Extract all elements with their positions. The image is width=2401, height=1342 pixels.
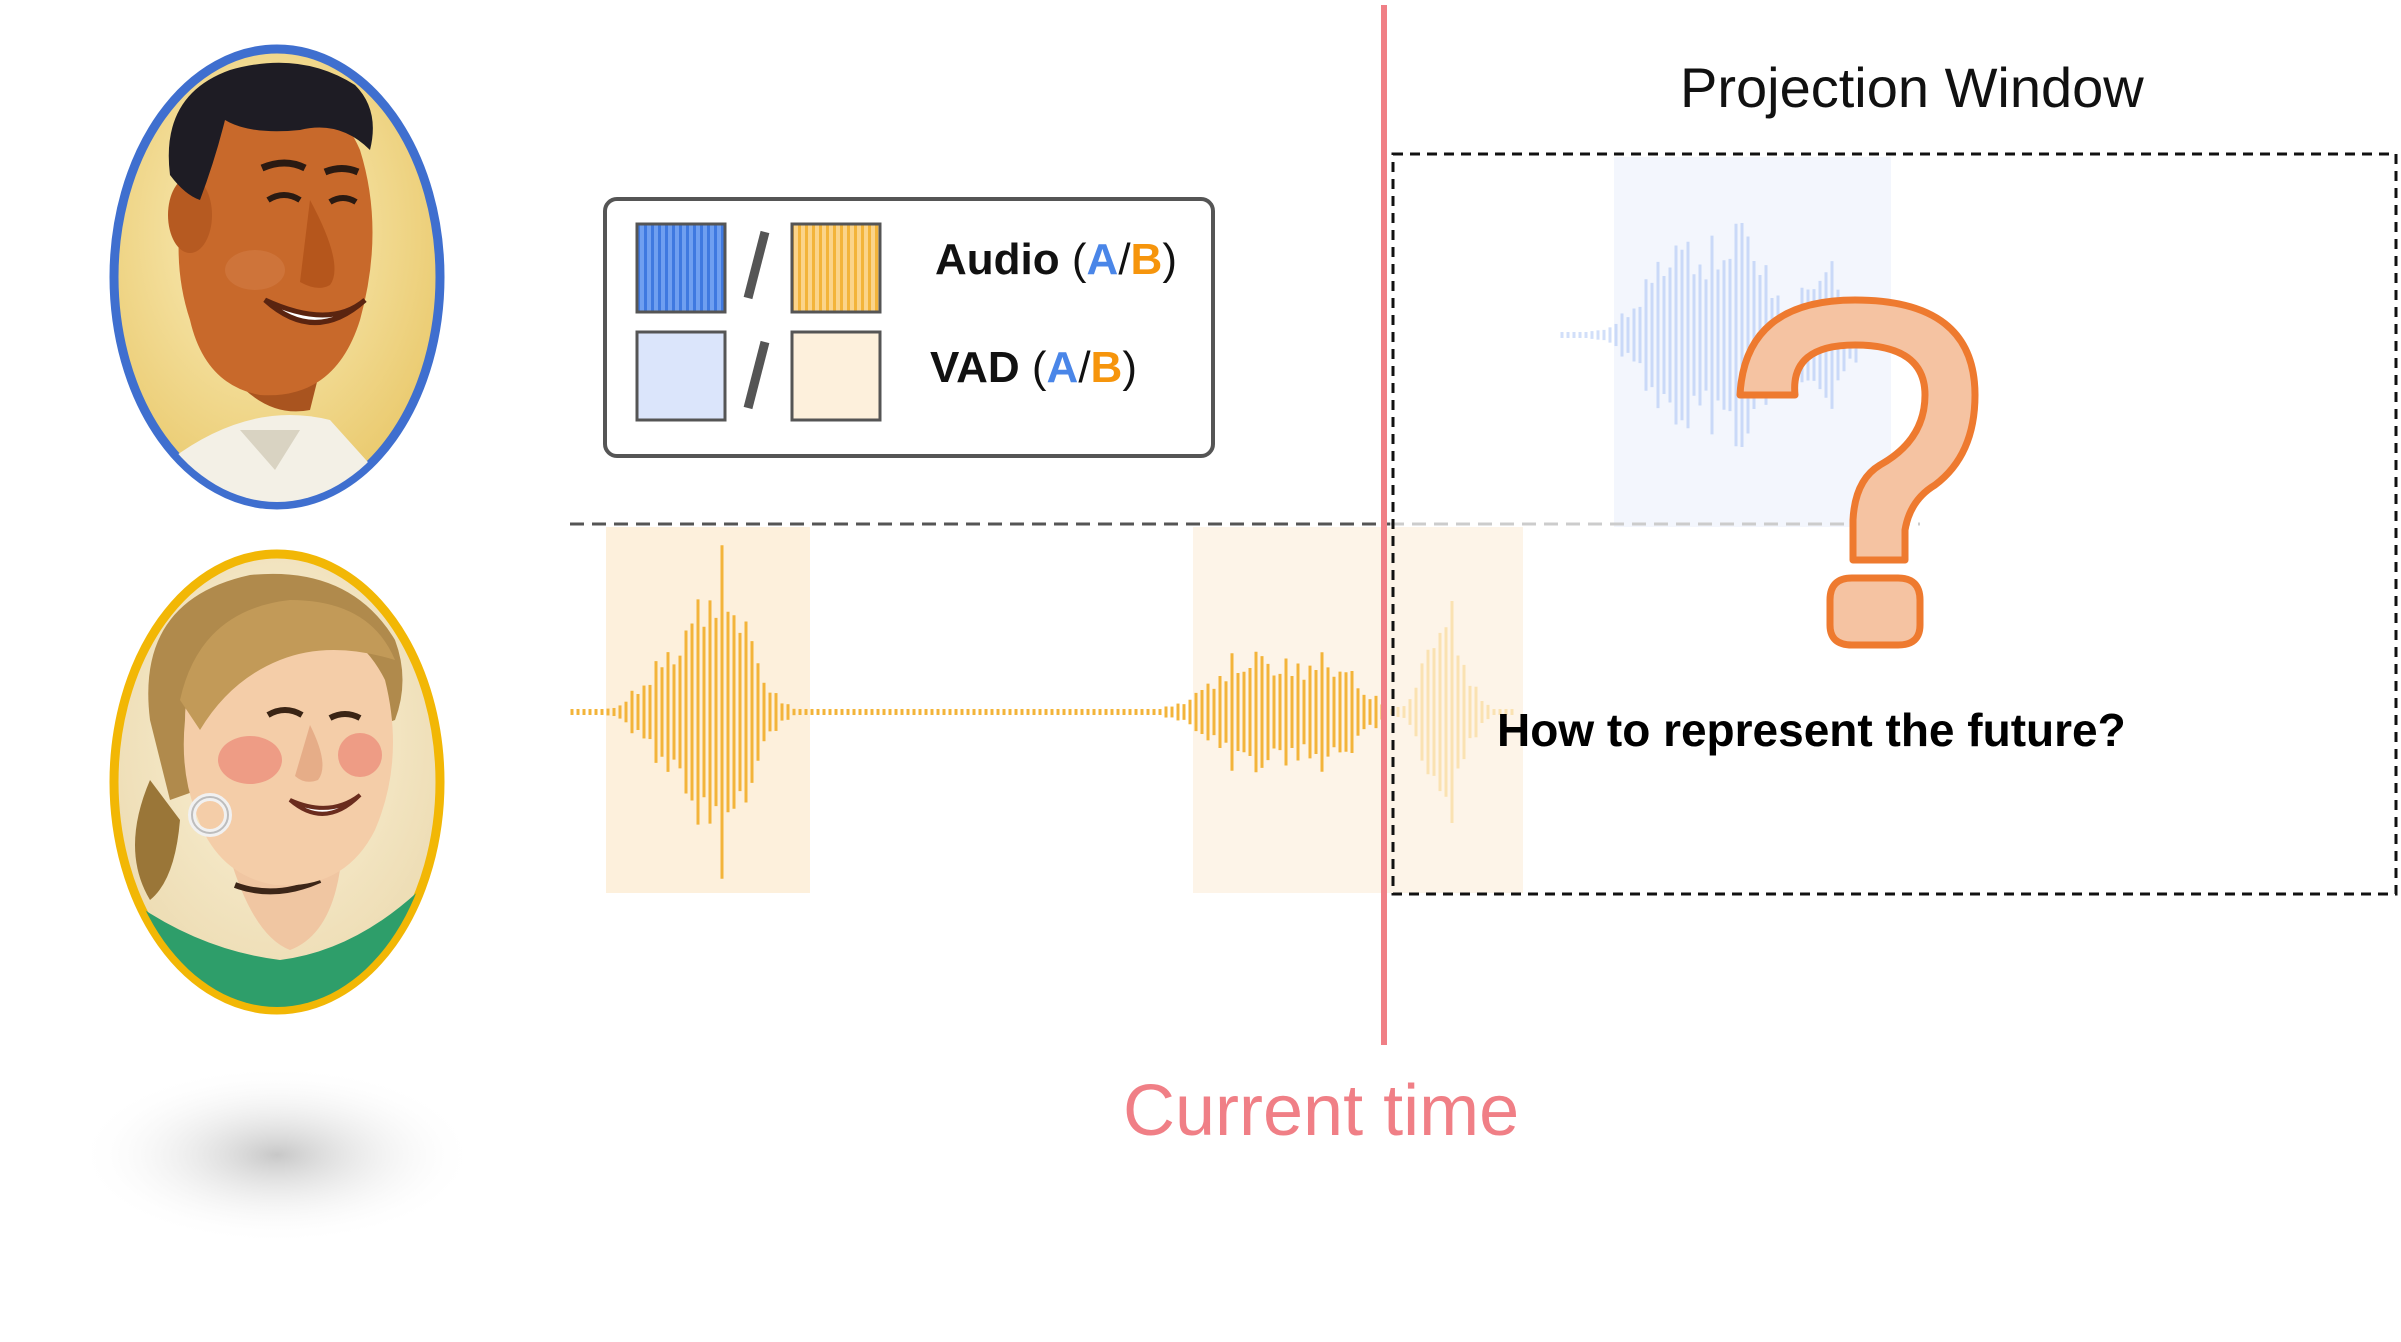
legend-audio-a-swatch [635,222,727,314]
man-avatar-icon [109,44,445,510]
legend-vad-a: A [1046,343,1079,392]
legend-vad-b-swatch [790,330,882,422]
legend-separator [743,230,770,300]
projection-window-title: Projection Window [1680,56,2144,119]
legend-vad-label: VAD (A/B) [930,343,1137,393]
future-question: How to represent the future? [1497,704,2126,756]
avatar-shadow [77,1065,477,1245]
legend-audio-label: Audio (A/B) [935,235,1177,285]
legend-box [603,197,1215,458]
legend-audio-b: B [1130,235,1163,284]
waveform-speaker-b [570,545,1384,879]
legend-audio-close: ) [1162,235,1177,284]
legend-audio-open: ( [1071,235,1087,284]
waveform-speaker-b-future [1390,601,1514,823]
question-mark-icon [1736,296,1979,649]
legend-separator [743,340,770,410]
legend-vad-b: B [1090,343,1123,392]
current-time-label: Current time [1123,1071,1520,1151]
legend-vad-a-swatch [635,330,727,422]
legend-audio-text: Audio [935,235,1060,284]
legend-audio-a: A [1086,235,1119,284]
legend-audio-b-swatch [790,222,882,314]
legend-audio-slash: / [1118,235,1131,284]
legend-vad-text: VAD [930,343,1020,392]
legend-vad-slash: / [1078,343,1091,392]
woman-avatar-icon [109,549,445,1015]
projection-window [1391,152,2398,896]
legend-vad-open: ( [1031,343,1047,392]
legend-vad-close: ) [1122,343,1137,392]
